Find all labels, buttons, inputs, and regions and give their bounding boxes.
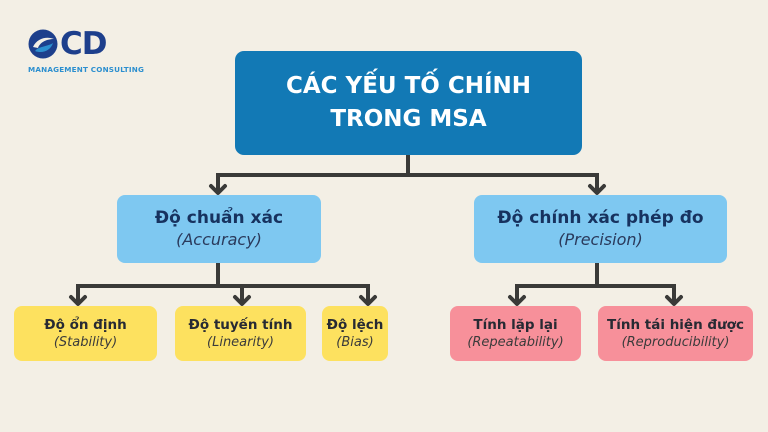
- logo-subtitle: MANAGEMENT CONSULTING: [28, 65, 145, 74]
- node-subtitle: (Stability): [53, 334, 118, 350]
- arrow-down-icon: [233, 295, 251, 306]
- node-title: Độ ổn định: [44, 316, 127, 333]
- stability-node: Độ ổn định (Stability): [14, 306, 157, 361]
- node-subtitle: (Repeatability): [467, 334, 564, 350]
- reproducibility-node: Tính tái hiện được (Reproducibility): [598, 306, 753, 361]
- root-title-line2: TRONG MSA: [330, 106, 487, 132]
- arrow-down-icon: [588, 184, 606, 195]
- swirl-logo-icon: [28, 29, 58, 59]
- root-node: CÁC YẾU TỐ CHÍNH TRONG MSA: [235, 51, 582, 155]
- node-subtitle: (Bias): [336, 334, 374, 350]
- linearity-node: Độ tuyến tính (Linearity): [175, 306, 306, 361]
- node-title: Tính lặp lại: [473, 316, 558, 333]
- logo-brand-text: CD: [60, 26, 107, 62]
- precision-node: Độ chính xác phép đo (Precision): [474, 195, 727, 263]
- arrow-down-icon: [665, 295, 683, 306]
- node-title: Độ chính xác phép đo: [497, 208, 704, 228]
- node-subtitle: (Reproducibility): [621, 334, 730, 350]
- company-logo: CD MANAGEMENT CONSULTING: [27, 26, 144, 78]
- accuracy-node: Độ chuẩn xác (Accuracy): [117, 195, 321, 263]
- arrow-down-icon: [359, 295, 377, 306]
- arrow-down-icon: [69, 295, 87, 306]
- root-title-line1: CÁC YẾU TỐ CHÍNH: [285, 73, 532, 99]
- bias-node: Độ lệch (Bias): [322, 306, 388, 361]
- repeatability-node: Tính lặp lại (Repeatability): [450, 306, 581, 361]
- node-subtitle: (Accuracy): [176, 230, 262, 249]
- node-title: Độ tuyến tính: [188, 316, 293, 333]
- node-title: Độ chuẩn xác: [154, 208, 284, 228]
- node-subtitle: (Precision): [558, 230, 643, 249]
- node-title: Tính tái hiện được: [607, 316, 744, 333]
- arrow-down-icon: [209, 184, 227, 195]
- arrow-down-icon: [508, 295, 526, 306]
- node-subtitle: (Linearity): [207, 334, 274, 350]
- node-title: Độ lệch: [326, 316, 384, 333]
